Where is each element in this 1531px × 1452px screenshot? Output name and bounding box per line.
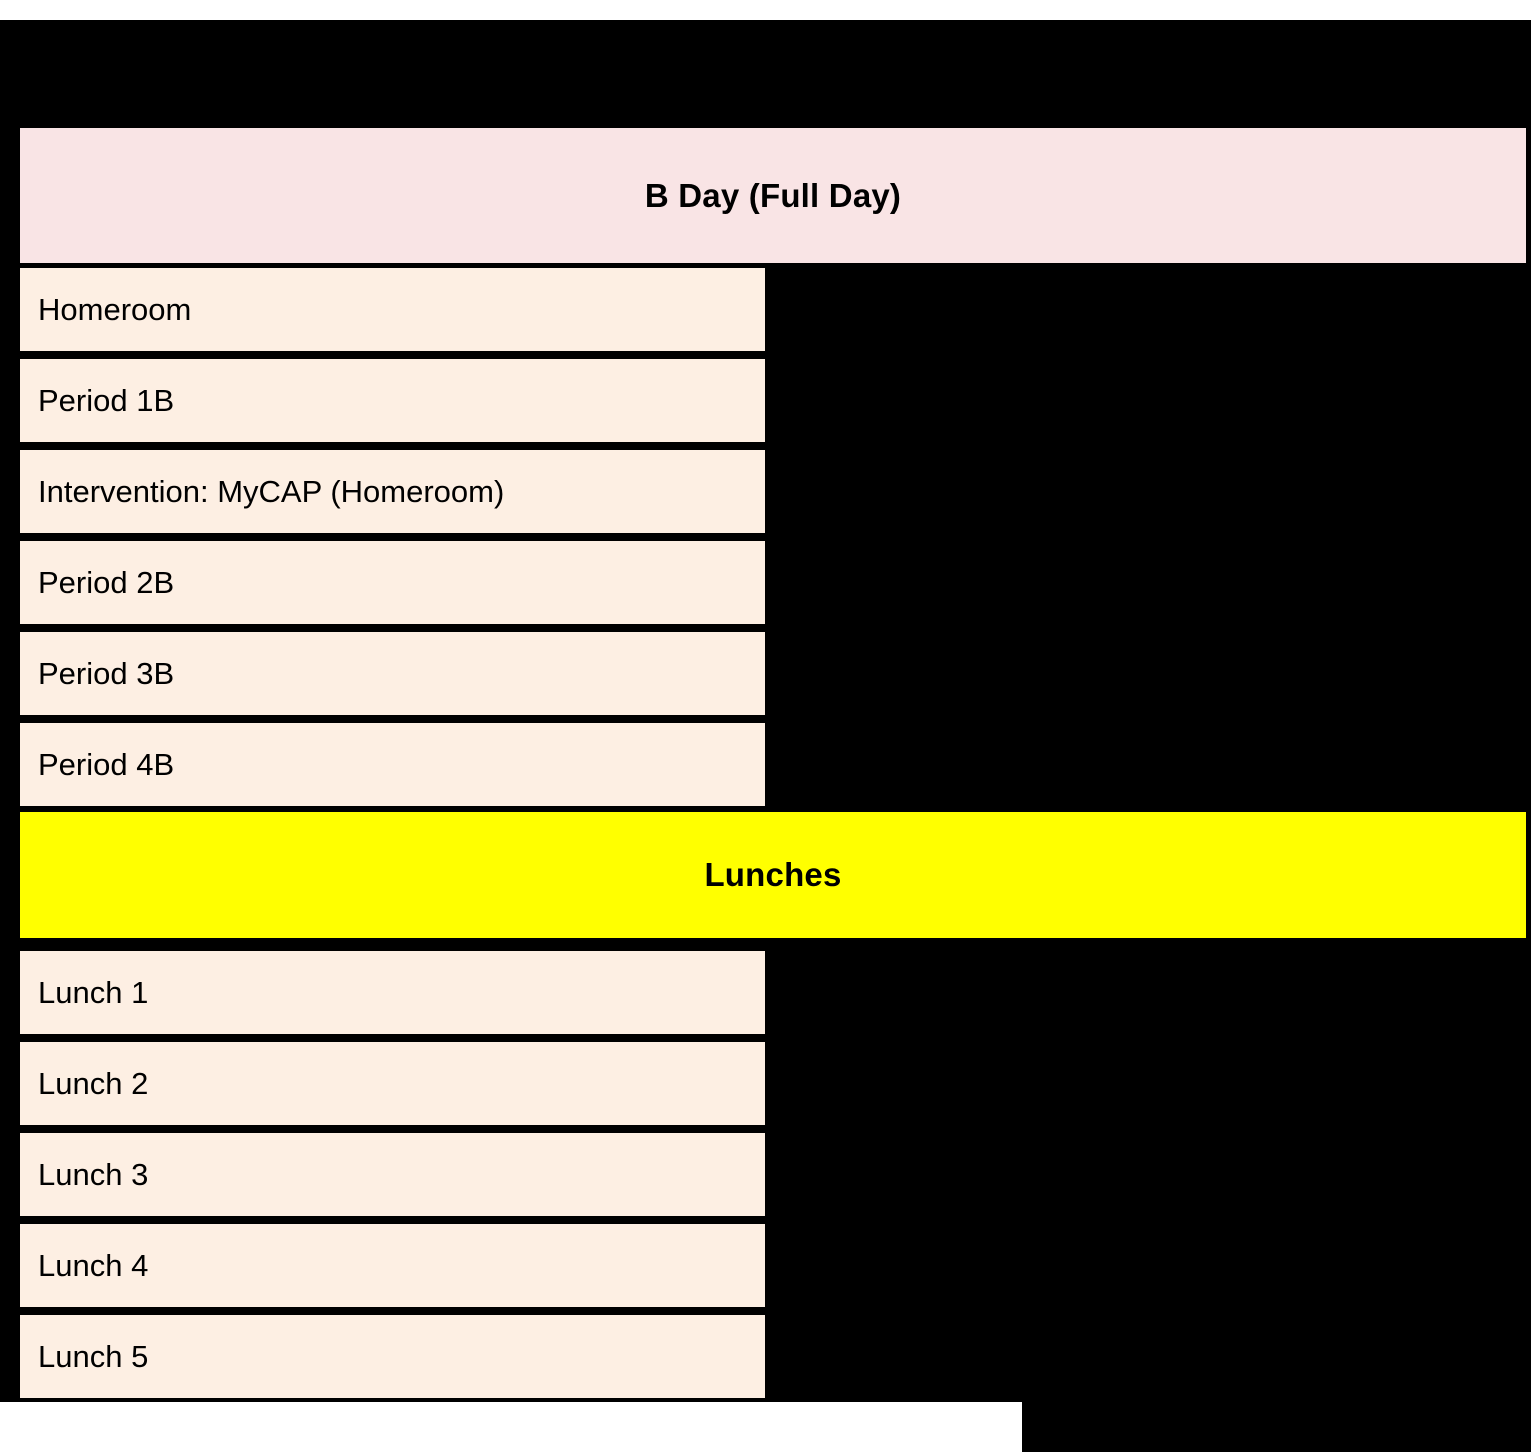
schedule-row-period-2b[interactable]: Period 2B xyxy=(20,541,765,624)
bottom-margin xyxy=(0,1402,1022,1452)
day-banner: B Day (Full Day) xyxy=(20,128,1526,263)
schedule-row-lunch-3[interactable]: Lunch 3 xyxy=(20,1133,765,1216)
schedule-row-period-1b[interactable]: Period 1B xyxy=(20,359,765,442)
schedule-row-lunch-5[interactable]: Lunch 5 xyxy=(20,1315,765,1398)
schedule-row-lunch-1[interactable]: Lunch 1 xyxy=(20,951,765,1034)
schedule-row-period-4b[interactable]: Period 4B xyxy=(20,723,765,806)
lunches-banner: Lunches xyxy=(20,812,1526,938)
top-margin xyxy=(0,0,1531,20)
schedule-row-intervention-mycap[interactable]: Intervention: MyCAP (Homeroom) xyxy=(20,450,765,533)
schedule-row-homeroom[interactable]: Homeroom xyxy=(20,268,765,351)
schedule-row-lunch-2[interactable]: Lunch 2 xyxy=(20,1042,765,1125)
schedule-row-lunch-4[interactable]: Lunch 4 xyxy=(20,1224,765,1307)
left-margin xyxy=(0,0,20,20)
schedule-row-period-3b[interactable]: Period 3B xyxy=(20,632,765,715)
